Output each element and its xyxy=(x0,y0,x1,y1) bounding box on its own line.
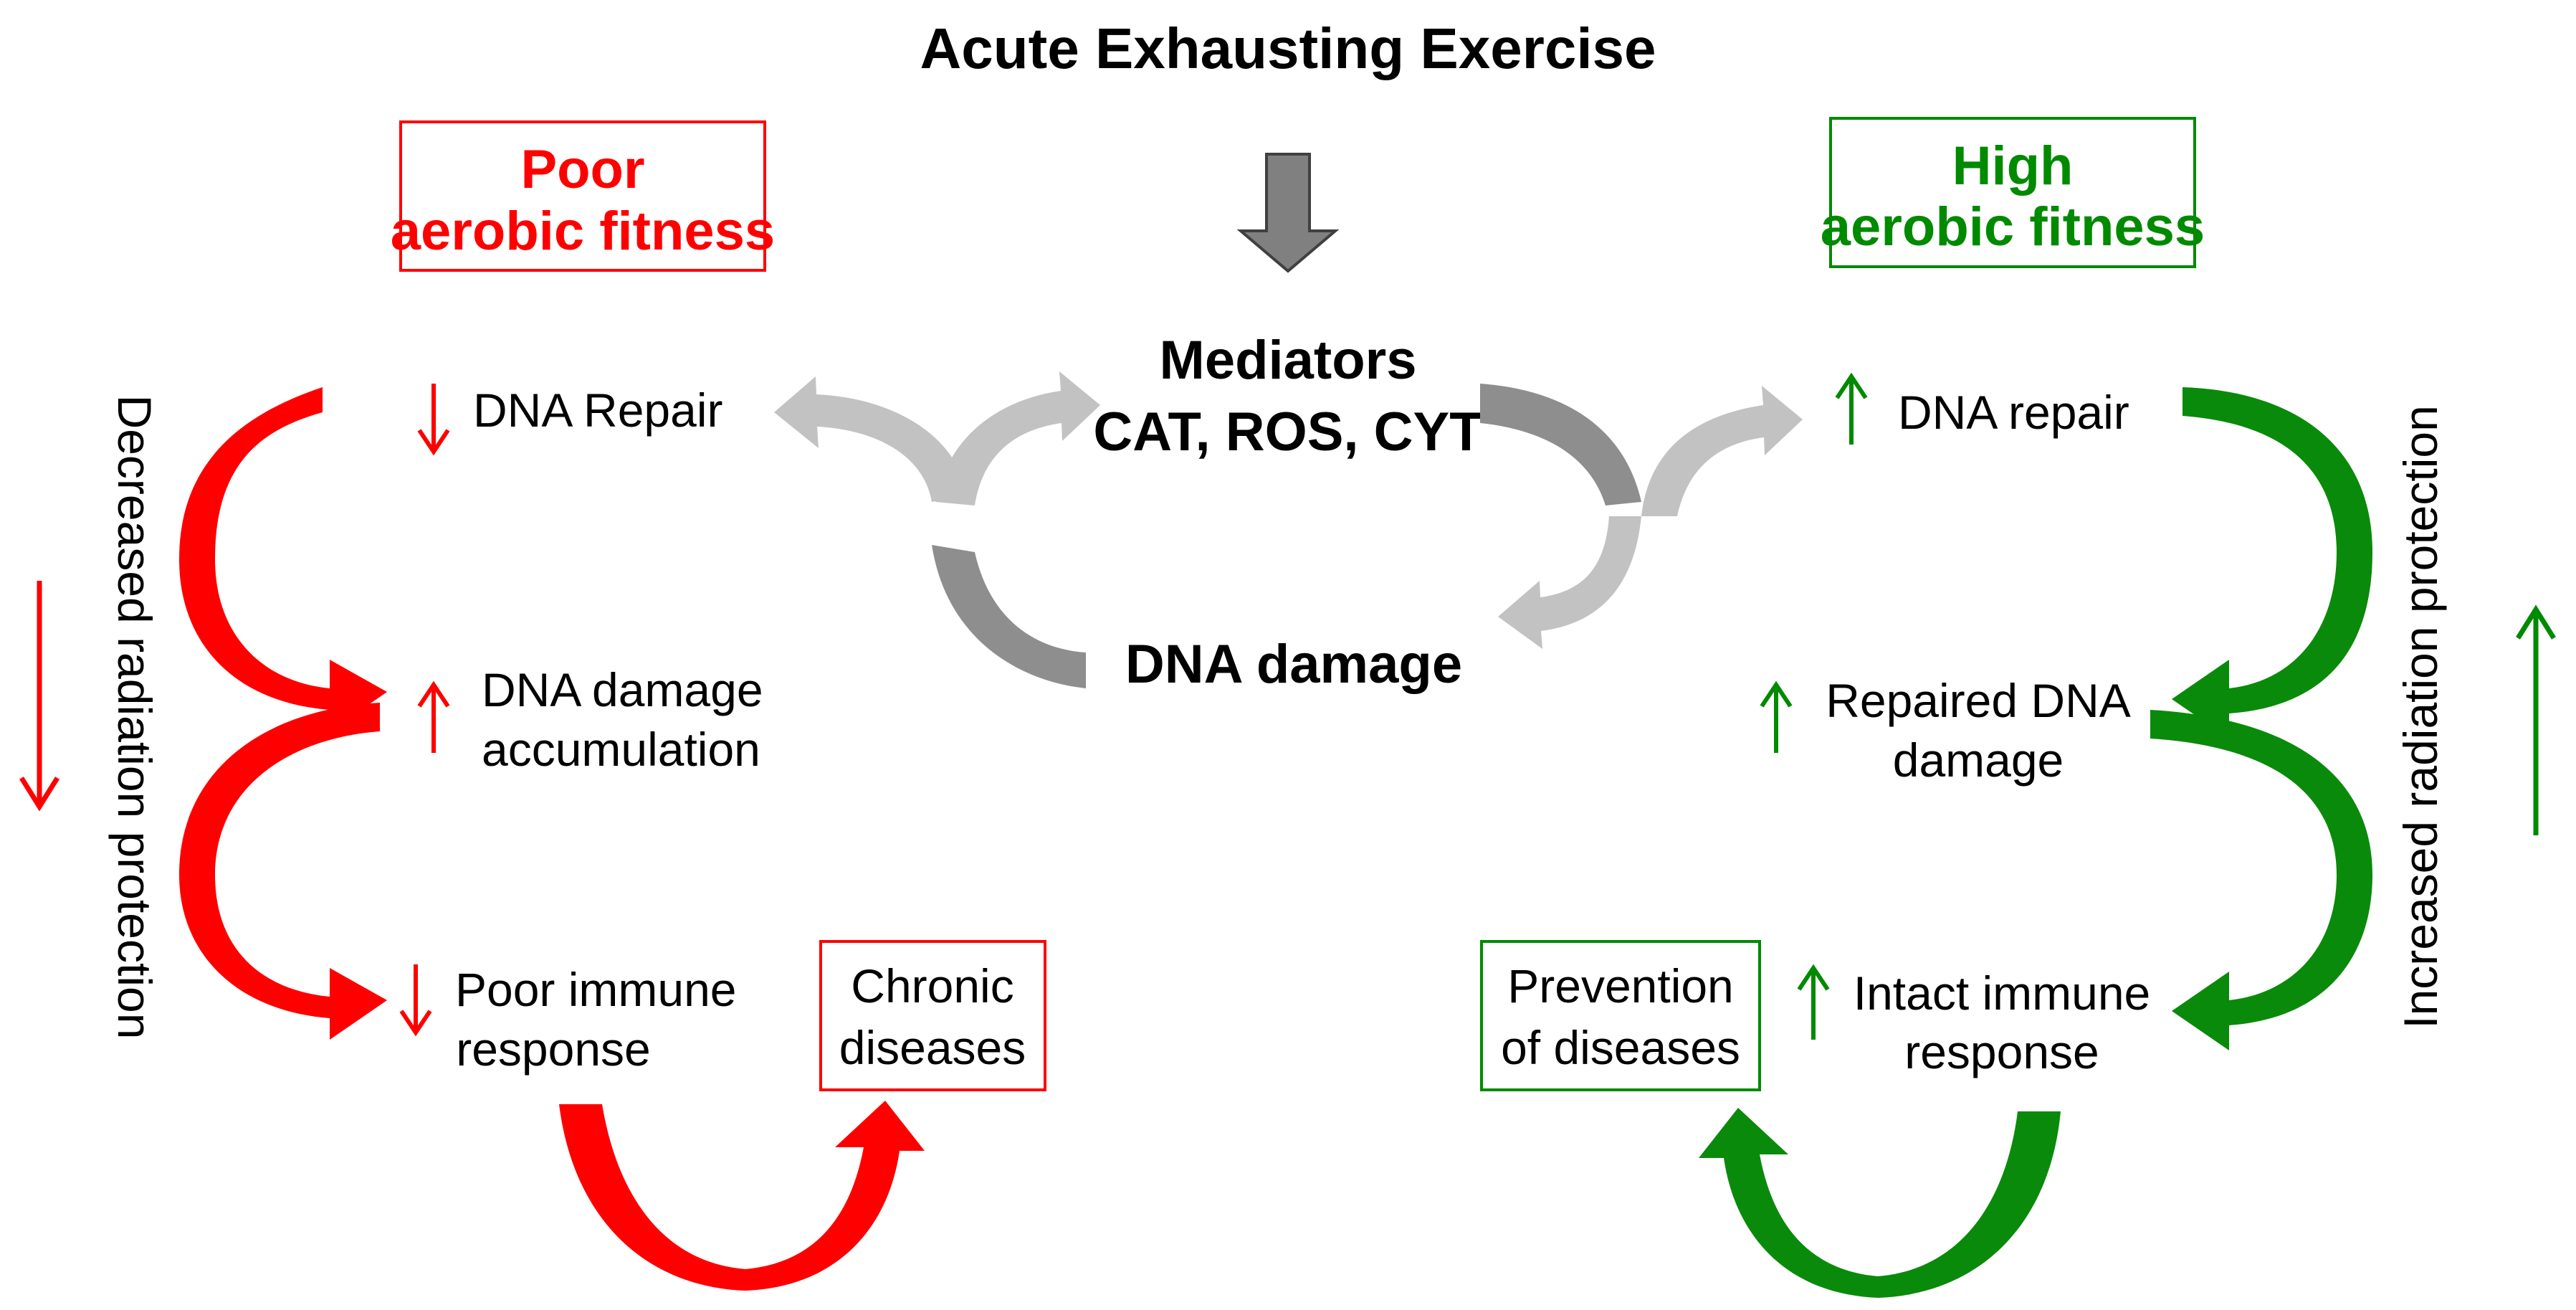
mediators-list: CAT, ROS, CYT xyxy=(1093,402,1482,462)
high-fitness-line2: aerobic fitness xyxy=(1821,196,2205,257)
diagram-title: Acute Exhausting Exercise xyxy=(920,16,1656,80)
poor-fitness-line2: aerobic fitness xyxy=(391,201,775,262)
dna-damage-label: DNA damage xyxy=(1125,634,1462,695)
up-arrow-icon xyxy=(417,680,450,753)
right-green-chain xyxy=(1699,387,2372,1298)
right-axis: Increased radiation protection xyxy=(2394,405,2556,1029)
up-arrow-icon xyxy=(1835,372,1868,445)
left-gray-cycle xyxy=(774,371,1100,688)
up-arrow-icon xyxy=(1760,680,1793,753)
up-arrow-icon xyxy=(2516,604,2556,835)
down-arrow-icon xyxy=(399,964,432,1037)
right-axis-label: Increased radiation protection xyxy=(2394,405,2447,1029)
right-item-dna-repair: DNA repair xyxy=(1835,372,2129,445)
left-axis: Decreased radiation protection xyxy=(19,395,161,1040)
down-arrow-icon xyxy=(19,581,59,812)
chronic-line1: Chronic xyxy=(851,959,1013,1012)
right-item-3-line2: response xyxy=(1904,1025,2099,1078)
prevention-line2: of diseases xyxy=(1501,1021,1740,1074)
prevention-box: Prevention of diseases xyxy=(1480,940,1761,1091)
poor-fitness-box: Poor aerobic fitness xyxy=(391,120,775,272)
right-item-2-line2: damage xyxy=(1893,734,2064,787)
chronic-diseases-box: Chronic diseases xyxy=(819,940,1046,1091)
left-item-immune: Poor immune response xyxy=(399,963,737,1076)
right-gray-cycle xyxy=(1480,384,1803,649)
left-red-chain xyxy=(179,387,925,1291)
left-item-1-line1: DNA Repair xyxy=(473,384,722,437)
right-item-1-line1: DNA repair xyxy=(1898,386,2129,439)
high-fitness-line1: High xyxy=(1952,136,2074,196)
chronic-line2: diseases xyxy=(839,1021,1026,1074)
up-arrow-icon xyxy=(1797,964,1830,1040)
down-arrow-icon xyxy=(417,384,450,456)
top-down-arrow-icon xyxy=(1236,153,1340,273)
left-item-dna-repair: DNA Repair xyxy=(417,384,722,456)
left-item-2-line2: accumulation xyxy=(482,723,760,776)
poor-fitness-line1: Poor xyxy=(520,139,644,200)
mediators-label: Mediators xyxy=(1160,330,1417,391)
left-item-2-line1: DNA damage xyxy=(482,663,763,716)
right-item-3-line1: Intact immune xyxy=(1854,967,2151,1020)
left-item-3-line1: Poor immune xyxy=(455,963,737,1016)
left-axis-label: Decreased radiation protection xyxy=(108,395,161,1040)
right-item-repaired: Repaired DNA damage xyxy=(1760,674,2131,787)
right-item-2-line1: Repaired DNA xyxy=(1826,674,2131,727)
prevention-line1: Prevention xyxy=(1507,959,1734,1012)
left-item-3-line2: response xyxy=(456,1022,651,1076)
left-item-dna-damage: DNA damage accumulation xyxy=(417,663,763,776)
right-item-immune: Intact immune response xyxy=(1797,964,2151,1078)
high-fitness-box: High aerobic fitness xyxy=(1821,117,2205,268)
